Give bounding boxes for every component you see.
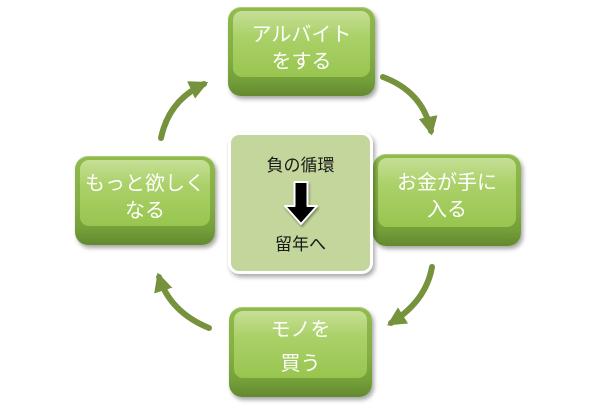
cycle-node-want-more: もっと欲しく なる bbox=[75, 156, 215, 245]
node-label-line: もっと欲しく bbox=[85, 172, 205, 195]
cycle-node-buy-things: モノを 買う bbox=[229, 307, 372, 397]
down-arrow-icon bbox=[283, 181, 318, 225]
node-gloss-highlight bbox=[233, 11, 370, 77]
node-label-line: アルバイト bbox=[251, 23, 352, 46]
node-gloss-highlight bbox=[234, 311, 367, 378]
center-bottom-label: 留年へ bbox=[275, 235, 326, 254]
cycle-node-part-time-job: アルバイト をする bbox=[228, 7, 375, 96]
node-label-line: 買う bbox=[280, 353, 321, 375]
node-label: お金が手に 入る bbox=[373, 154, 521, 246]
node-label: もっと欲しく なる bbox=[75, 156, 215, 245]
node-label-line: お金が手に bbox=[397, 172, 497, 194]
node-gloss-highlight bbox=[80, 160, 210, 226]
node-gloss-highlight bbox=[378, 158, 516, 227]
center-top-label: 負の循環 bbox=[266, 156, 335, 175]
node-label-line: 入る bbox=[427, 199, 467, 221]
curved-arrow-bottom-left-icon bbox=[154, 272, 212, 331]
curved-arrow-top-left-icon bbox=[158, 81, 209, 141]
cycle-node-get-money: お金が手に 入る bbox=[373, 154, 521, 246]
node-label-line: なる bbox=[125, 199, 165, 222]
node-label: モノを 買う bbox=[229, 307, 372, 397]
node-label-line: モノを bbox=[270, 319, 331, 341]
curved-arrow-top-right-icon bbox=[380, 74, 438, 136]
center-summary-box: 負の循環 留年へ bbox=[228, 132, 373, 274]
node-label: アルバイト をする bbox=[228, 7, 375, 96]
curved-arrow-bottom-right-icon bbox=[386, 264, 435, 326]
node-label-line: をする bbox=[271, 50, 332, 73]
